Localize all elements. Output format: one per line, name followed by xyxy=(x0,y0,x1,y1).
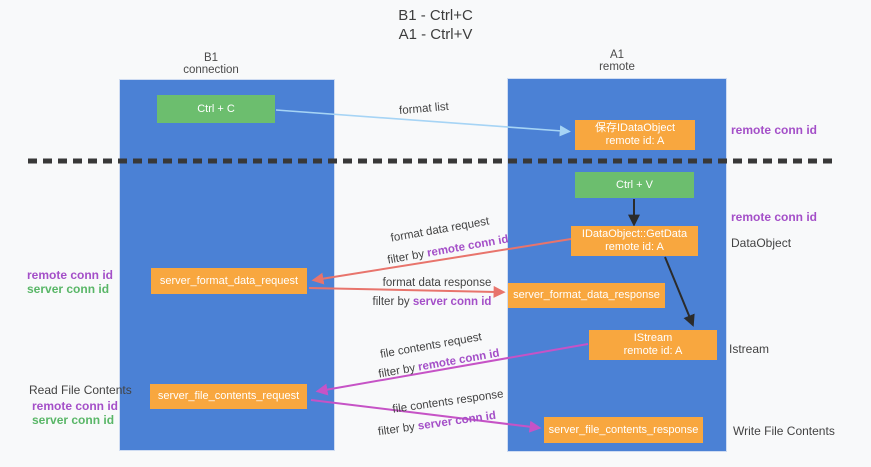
server-format-data-response-label: server_format_data_response xyxy=(513,289,660,301)
right-istream-label: Istream xyxy=(729,342,770,356)
right-write-file-contents-label: Write File Contents xyxy=(733,424,835,438)
lifeline-header-a1: A1 remote xyxy=(507,49,727,73)
file-contents-response-arrow xyxy=(310,399,542,433)
left-remote-conn-id-1-label: remote conn id xyxy=(27,268,114,282)
getdata-line2: remote id: A xyxy=(605,241,664,253)
lifeline-header-b1: B1 connection xyxy=(103,52,319,76)
istream-box: IStream remote id: A xyxy=(589,330,717,360)
lifeline-role-b1: connection xyxy=(183,64,239,76)
server-format-data-request-box: server_format_data_request xyxy=(151,268,307,294)
server-conn-id-key: server conn id xyxy=(412,296,492,308)
lifeline-role-a1: remote xyxy=(599,61,635,73)
ctrl-c-action-box: Ctrl + C xyxy=(157,95,275,123)
lifeline-name-a1: A1 xyxy=(609,49,625,61)
save-dataobject-line1: 保存IDataObject xyxy=(594,122,676,134)
format-data-request-arrow xyxy=(311,238,572,285)
file-contents-request-arrow xyxy=(315,343,589,396)
format-list-arrow xyxy=(275,109,571,137)
save-dataobject-line2: remote id: A xyxy=(605,135,665,147)
istream-line2: remote id: A xyxy=(623,345,683,357)
title-line-1: B1 - Ctrl+C xyxy=(398,7,473,24)
right-remote-conn-id-top-label: remote conn id xyxy=(731,123,818,137)
format-data-response-label: format data response xyxy=(382,277,492,289)
ctrl-v-label: Ctrl + V xyxy=(616,178,653,191)
server-format-data-request-label: server_format_data_request xyxy=(159,274,299,287)
server-file-contents-request-box: server_file_contents_request xyxy=(150,384,307,409)
istream-line1: IStream xyxy=(633,332,673,344)
filter-by-text: filter by xyxy=(372,296,413,308)
title-line-2: A1 - Ctrl+V xyxy=(398,26,473,43)
diagram-title: B1 - Ctrl+C A1 - Ctrl+V xyxy=(0,6,871,44)
server-format-data-response-box: server_format_data_response xyxy=(508,283,665,308)
format-data-response-filter-label: filter by server conn id xyxy=(373,296,492,308)
right-remote-conn-id-mid-label: remote conn id xyxy=(731,210,818,224)
left-read-file-contents-label: Read File Contents xyxy=(29,383,132,397)
server-file-contents-response-box: server_file_contents_response xyxy=(544,417,703,443)
getdata-to-istream-arrow xyxy=(664,256,695,327)
left-server-conn-id-2-label: server conn id xyxy=(32,413,115,427)
ctrl-c-label: Ctrl + C xyxy=(197,102,235,115)
getdata-line1: IDataObject::GetData xyxy=(581,228,688,240)
format-data-response-arrow xyxy=(308,285,506,298)
save-dataobject-box: 保存IDataObject remote id: A xyxy=(575,120,695,150)
ctrl-v-action-box: Ctrl + V xyxy=(575,172,694,198)
lifeline-name-b1: B1 xyxy=(203,52,219,64)
idataobject-getdata-box: IDataObject::GetData remote id: A xyxy=(571,226,698,256)
left-remote-conn-id-2-label: remote conn id xyxy=(32,399,119,413)
server-file-contents-response-label: server_file_contents_response xyxy=(548,423,699,436)
right-dataobject-label: DataObject xyxy=(731,236,792,250)
server-file-contents-request-label: server_file_contents_request xyxy=(157,390,300,402)
left-server-conn-id-1-label: server conn id xyxy=(27,282,110,296)
